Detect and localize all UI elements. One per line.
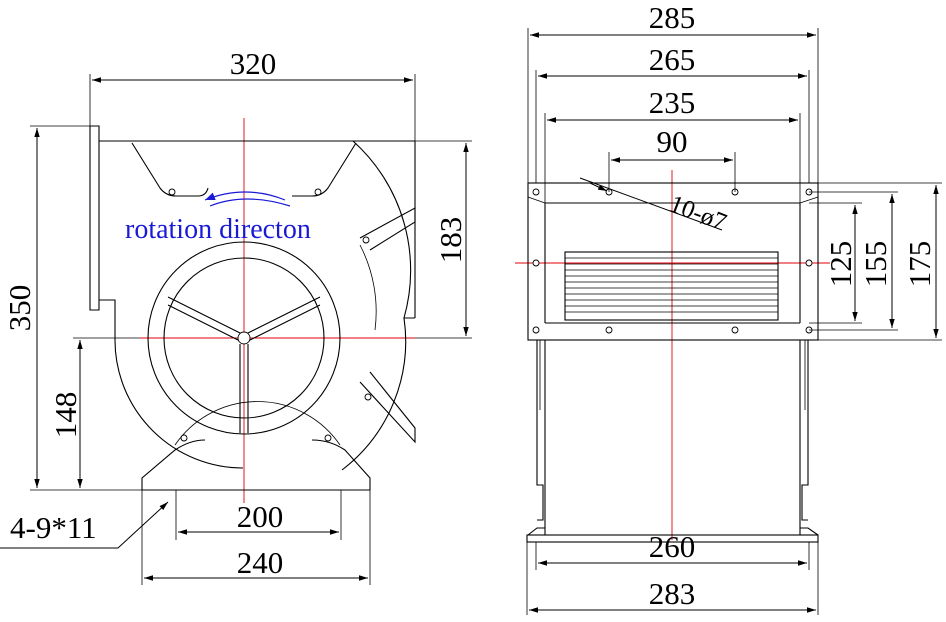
- gusset-top-left: [131, 142, 209, 197]
- outlet-flange: [527, 182, 819, 341]
- side-view: 285 265 235 90 10-ø7 125 155 1: [515, 0, 942, 615]
- dim-height-350: 350: [2, 285, 37, 332]
- mounting-hole: [168, 188, 176, 196]
- base-foot-right: [799, 527, 819, 536]
- housing-left-side: [536, 340, 544, 521]
- volute-lower-right: [341, 317, 407, 471]
- dim-hole-spacing-90: 90: [657, 124, 688, 159]
- mounting-hole: [605, 326, 613, 334]
- dim-foot-200: 200: [237, 499, 284, 534]
- mounting-hole: [324, 434, 332, 442]
- dim-base-283: 283: [649, 576, 696, 611]
- mounting-hole: [362, 236, 370, 244]
- gusset-top-right: [292, 142, 357, 197]
- bracket-upper-right: [359, 207, 416, 251]
- mounting-hole: [314, 188, 322, 196]
- foot-connector-arc: [174, 401, 341, 446]
- volute-lower-left: [114, 339, 244, 469]
- hub-circle: [237, 331, 251, 345]
- dim-width-285: 285: [649, 0, 696, 35]
- foot-right: [311, 439, 371, 490]
- base-foot-left: [527, 527, 546, 536]
- grille-lines: [565, 257, 778, 313]
- holes-front-label: 10-ø7: [666, 190, 730, 236]
- mounting-hole: [805, 259, 813, 267]
- dim-width-320: 320: [230, 46, 277, 81]
- spoke-left: [167, 296, 241, 342]
- housing-right-side: [801, 340, 809, 521]
- dim-foot-240: 240: [237, 545, 284, 580]
- mounting-hole: [532, 259, 540, 267]
- dim-outlet-183: 183: [433, 217, 468, 264]
- bracket-lower-right: [359, 371, 416, 444]
- front-view: rotation directon 320 350 148 183 200 24…: [0, 46, 472, 585]
- inlet-inner-ring: [163, 257, 325, 419]
- dim-flange-125: 125: [823, 241, 858, 288]
- dim-base-260: 260: [649, 529, 696, 564]
- mounting-hole: [364, 393, 372, 401]
- mounting-hole: [532, 188, 540, 196]
- outlet-flange-plate: [89, 125, 100, 311]
- dim-center-148: 148: [48, 392, 83, 439]
- foot-left: [141, 439, 206, 490]
- inlet-outer-ring: [147, 241, 341, 435]
- rotation-arrow-icon: [204, 191, 286, 201]
- mounting-hole: [731, 326, 739, 334]
- dim-width-265: 265: [649, 42, 696, 77]
- impeller-grille: [564, 251, 779, 321]
- housing-left-edge: [99, 299, 116, 340]
- rotation-label: rotation directon: [125, 214, 311, 245]
- rotation-arrow-shadow: [209, 198, 291, 207]
- holes-side-label: 4-9*11: [10, 510, 97, 545]
- dim-flange-155: 155: [858, 241, 893, 288]
- dim-flange-175: 175: [902, 241, 937, 288]
- mounting-hole: [180, 434, 188, 442]
- spoke-bottom: [239, 344, 249, 433]
- leader-holes-side: [0, 501, 169, 549]
- mounting-hole: [532, 326, 540, 334]
- volute-outer-scroll: [352, 140, 415, 319]
- spoke-right: [247, 296, 321, 342]
- base-plate: [526, 534, 819, 543]
- dim-width-235: 235: [649, 85, 696, 120]
- leader-holes-front: [589, 182, 608, 192]
- flange-inner-arc: [359, 244, 377, 331]
